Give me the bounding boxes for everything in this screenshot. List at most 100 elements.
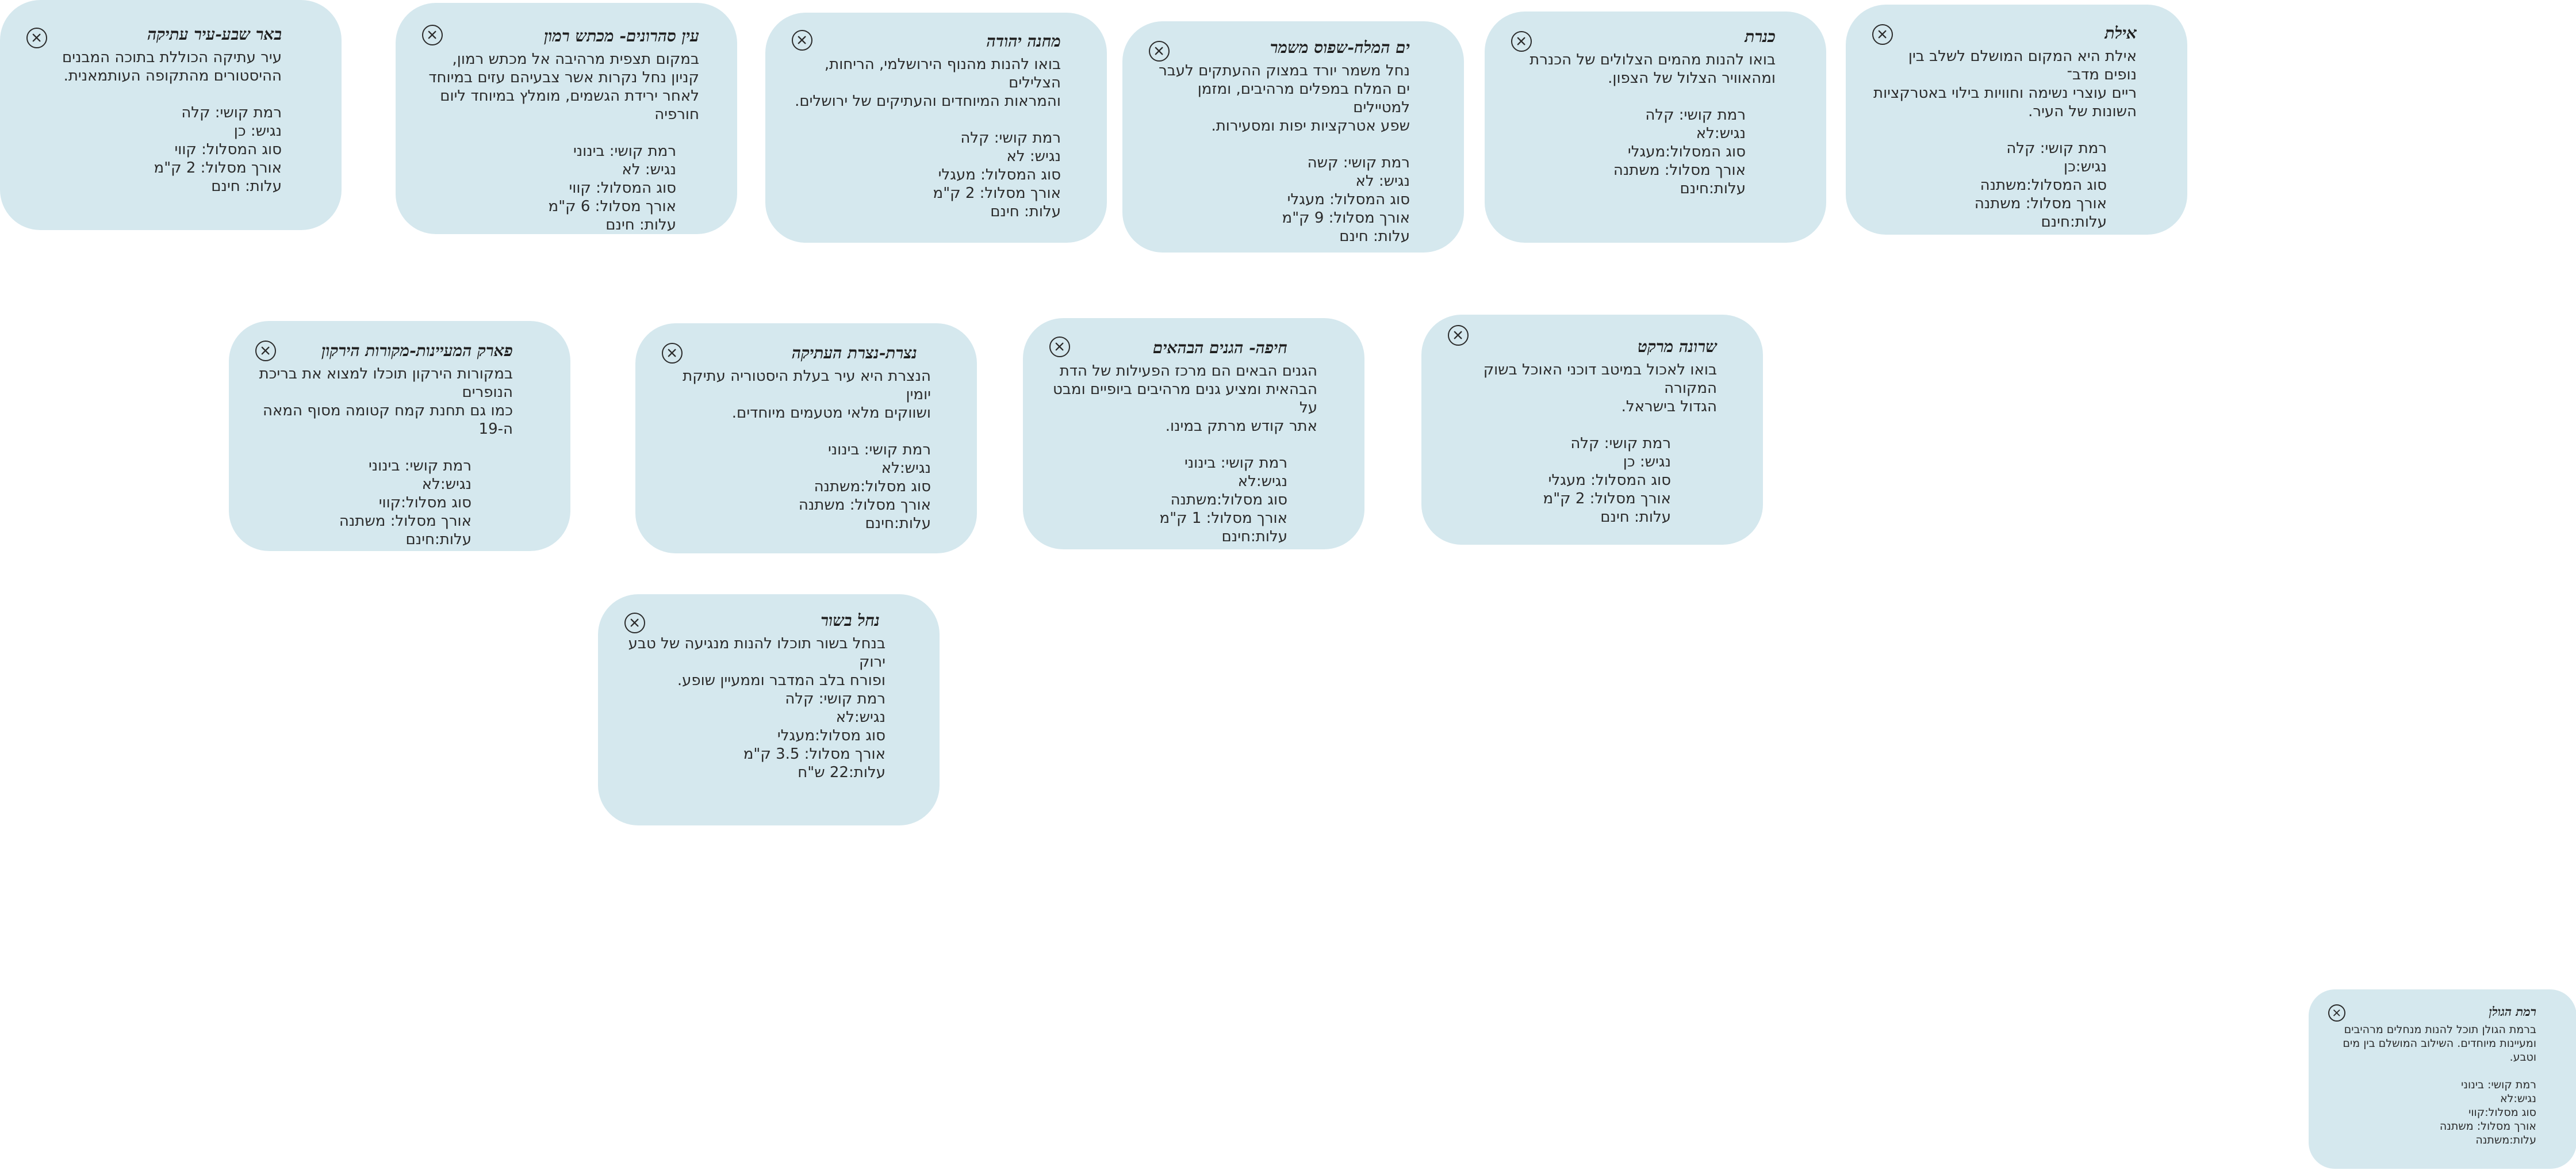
- close-icon[interactable]: [1049, 337, 1070, 357]
- spec-accessible: נגיש:לא: [421, 476, 471, 493]
- spec-route-type: סוג המסלול: מעגלי: [1548, 472, 1671, 489]
- spec-difficulty: רמת קושי: קלה: [1570, 435, 1671, 452]
- spec-cost: עלות: חינם: [1339, 228, 1410, 245]
- spec-accessible: נגיש:כן: [2064, 158, 2107, 175]
- trail-card-haifa-bahai: חיפה- הגנים הבהאים הגנים הבאים הם מרכז ה…: [1023, 318, 1364, 549]
- close-icon[interactable]: [792, 30, 812, 51]
- spec-length: אורך מסלול: 2 ק"מ: [933, 185, 1061, 202]
- spec-accessible: נגיש:לא: [1237, 473, 1287, 490]
- card-description: עיר עתיקה הכוללת בתוכה המבנים ההיסטורים …: [62, 49, 282, 85]
- trail-card-sarona-market: שרונה מרקט בואו לאכול במיטב דוכני האוכל …: [1421, 315, 1763, 545]
- spec-difficulty: רמת קושי: קשה: [1307, 154, 1410, 171]
- spec-route-type: סוג המסלול: מעגלי: [938, 166, 1061, 183]
- close-icon[interactable]: [1872, 24, 1893, 45]
- spec-accessible: נגיש: כן: [233, 123, 282, 140]
- spec-difficulty: רמת קושי: בינוני: [573, 143, 676, 160]
- card-description: הנצרת היא עיר בעלת היסטוריה עתיקת יומין …: [683, 368, 931, 422]
- spec-difficulty: רמת קושי: בינוני: [2461, 1079, 2536, 1091]
- spec-length: אורך מסלול: 6 ק"מ: [548, 198, 676, 215]
- card-specs: רמת קושי: בינוני נגיש: לא סוג המסלול: קו…: [423, 142, 699, 234]
- spec-route-type: סוג מסלול:מעגלי: [777, 727, 885, 744]
- close-icon[interactable]: [26, 28, 47, 48]
- card-title: נחל בשור: [821, 611, 880, 630]
- spec-accessible: נגיש: לא: [1006, 148, 1061, 165]
- spec-length: אורך מסלול: 3.5 ק"מ: [743, 745, 885, 763]
- spec-cost: עלות:22 ש"ח: [798, 764, 885, 781]
- card-specs: רמת קושי: בינוני נגיש:לא סוג מסלול:קווי …: [256, 457, 513, 549]
- card-specs: רמת קושי: קלה נגיש:כן סוג המסלול:משתנה א…: [1873, 139, 2137, 231]
- card-title: עין סהרונים- מכתש רמון: [544, 26, 699, 45]
- trail-card-ein-saharonim: עין סהרונים- מכתש רמון במקום תצפית מרהיב…: [396, 3, 737, 234]
- spec-route-type: סוג המסלול:משתנה: [1980, 177, 2107, 194]
- close-icon[interactable]: [1511, 31, 1532, 52]
- close-icon[interactable]: [1149, 41, 1170, 62]
- close-icon[interactable]: [255, 341, 276, 361]
- spec-accessible: נגיש:לא: [835, 709, 885, 726]
- trail-card-kinneret: כנרת בואו להנות מהמים הצלולים של הכנרת ו…: [1485, 12, 1826, 243]
- spec-length: אורך מסלול: משתנה: [1613, 162, 1746, 179]
- card-description: אילת היא המקום המושלם לשלב בין נופים מדב…: [1873, 48, 2137, 120]
- spec-cost: עלות:משתנה: [2475, 1134, 2536, 1146]
- card-title: נצרת-נצרת העתיקה: [791, 343, 917, 362]
- spec-cost: עלות: חינם: [605, 216, 676, 234]
- card-description: בואו להנות מהנוף הירושלמי, הריחות, הצליל…: [795, 56, 1061, 110]
- card-specs: רמת קושי: קשה נגיש: לא סוג המסלול: מעגלי…: [1150, 154, 1410, 246]
- spec-cost: עלות: חינם: [1600, 508, 1671, 526]
- trail-card-nazareth: נצרת-נצרת העתיקה הנצרת היא עיר בעלת היסט…: [635, 323, 977, 553]
- spec-route-type: סוג מסלול:משתנה: [1170, 491, 1287, 508]
- card-description: ברמת הגולן תוכל להנות מנחלים מרהיבים ומע…: [2343, 1023, 2536, 1064]
- spec-route-type: סוג מסלול:קווי: [378, 494, 471, 511]
- spec-accessible: נגיש:לא: [881, 460, 931, 477]
- spec-length: אורך מסלול: משתנה: [339, 513, 471, 530]
- card-title: ים המלח-שפוס משמר: [1270, 38, 1410, 57]
- spec-difficulty: רמת קושי: בינוני: [368, 457, 471, 475]
- card-description: במקום תצפית מרהיבה אל מכתש רמון, קניון נ…: [428, 51, 699, 123]
- spec-difficulty: רמת קושי: קלה: [1645, 106, 1746, 124]
- spec-accessible: נגיש: לא: [622, 161, 676, 178]
- trail-card-beer-sheva: באר שבע-עיר עתיקה עיר עתיקה הכוללת בתוכה…: [0, 0, 342, 230]
- spec-route-type: סוג המסלול: קווי: [174, 141, 282, 158]
- trail-card-golan-heights: רמת הגולן ברמת הגולן תוכל להנות מנחלים מ…: [2309, 989, 2576, 1169]
- card-description: הגנים הבאים הם מרכז הפעילות של הדת הבהאי…: [1053, 362, 1317, 435]
- spec-route-type: סוג המסלול: קווי: [569, 179, 676, 197]
- spec-length: אורך מסלול: 9 ק"מ: [1282, 209, 1410, 227]
- trail-card-mahane-yehuda: מחנה יהודה בואו להנות מהנוף הירושלמי, הר…: [765, 13, 1107, 243]
- spec-cost: עלות:חינם: [2041, 213, 2107, 231]
- spec-difficulty: רמת קושי: בינוני: [827, 441, 931, 458]
- card-specs: רמת קושי: בינוני נגיש:לא סוג מסלול:משתנה…: [663, 441, 931, 533]
- close-icon[interactable]: [422, 25, 443, 45]
- card-title: אילת: [2104, 24, 2137, 43]
- spec-length: אורך מסלול: משתנה: [798, 496, 931, 514]
- trail-card-dead-sea: ים המלח-שפוס משמר נחל משמר יורד במצוק הה…: [1122, 21, 1464, 253]
- spec-difficulty: רמת קושי: קלה: [181, 104, 282, 121]
- close-icon[interactable]: [624, 613, 645, 633]
- card-title: שרונה מרקט: [1638, 337, 1717, 356]
- spec-length: אורך מסלול: משתנה: [2439, 1120, 2536, 1133]
- card-specs: רמת קושי: קלה נגיש: כן סוג המסלול: מעגלי…: [1449, 434, 1717, 526]
- spec-accessible: נגיש:לא: [2500, 1092, 2536, 1105]
- card-specs: רמת קושי: בינוני נגיש:לא סוג מסלול:משתנה…: [1051, 454, 1317, 546]
- card-specs: רמת קושי: קלה נגיש:לא סוג המסלול:מעגלי א…: [1512, 106, 1776, 198]
- close-icon[interactable]: [662, 343, 683, 364]
- card-description: בנחל בשור תוכלו להנות מנגיעה של טבע ירוק…: [628, 635, 885, 689]
- spec-difficulty: רמת קושי: קלה: [960, 129, 1061, 147]
- close-icon[interactable]: [1448, 325, 1469, 346]
- spec-cost: עלות: חינם: [211, 178, 282, 195]
- card-description: במקורות הירקון תוכלו למצוא את בריכת הנופ…: [259, 365, 513, 438]
- card-specs: רמת קושי: קלה נגיש:לא סוג מסלול:מעגלי או…: [626, 690, 885, 782]
- spec-route-type: סוג המסלול: מעגלי: [1287, 191, 1410, 208]
- card-description: נחל משמר יורד במצוק ההעתקים לעבר ים המלח…: [1159, 62, 1410, 135]
- spec-accessible: נגיש: לא: [1355, 173, 1410, 190]
- spec-difficulty: רמת קושי: קלה: [785, 690, 885, 708]
- spec-length: אורך מסלול: 2 ק"מ: [1543, 490, 1671, 507]
- close-icon[interactable]: [2328, 1004, 2345, 1022]
- spec-difficulty: רמת קושי: בינוני: [1184, 454, 1287, 472]
- spec-length: אורך מסלול: משתנה: [1974, 195, 2107, 212]
- trail-card-eilat: אילת אילת היא המקום המושלם לשלב בין נופי…: [1846, 5, 2187, 235]
- spec-cost: עלות:חינם: [865, 515, 931, 532]
- spec-cost: עלות:חינם: [1680, 180, 1746, 197]
- card-title: באר שבע-עיר עתיקה: [147, 25, 282, 44]
- spec-accessible: נגיש:לא: [1696, 125, 1746, 142]
- spec-length: אורך מסלול: 1 ק"מ: [1159, 510, 1287, 527]
- spec-route-type: סוג מסלול:קווי: [2468, 1106, 2536, 1119]
